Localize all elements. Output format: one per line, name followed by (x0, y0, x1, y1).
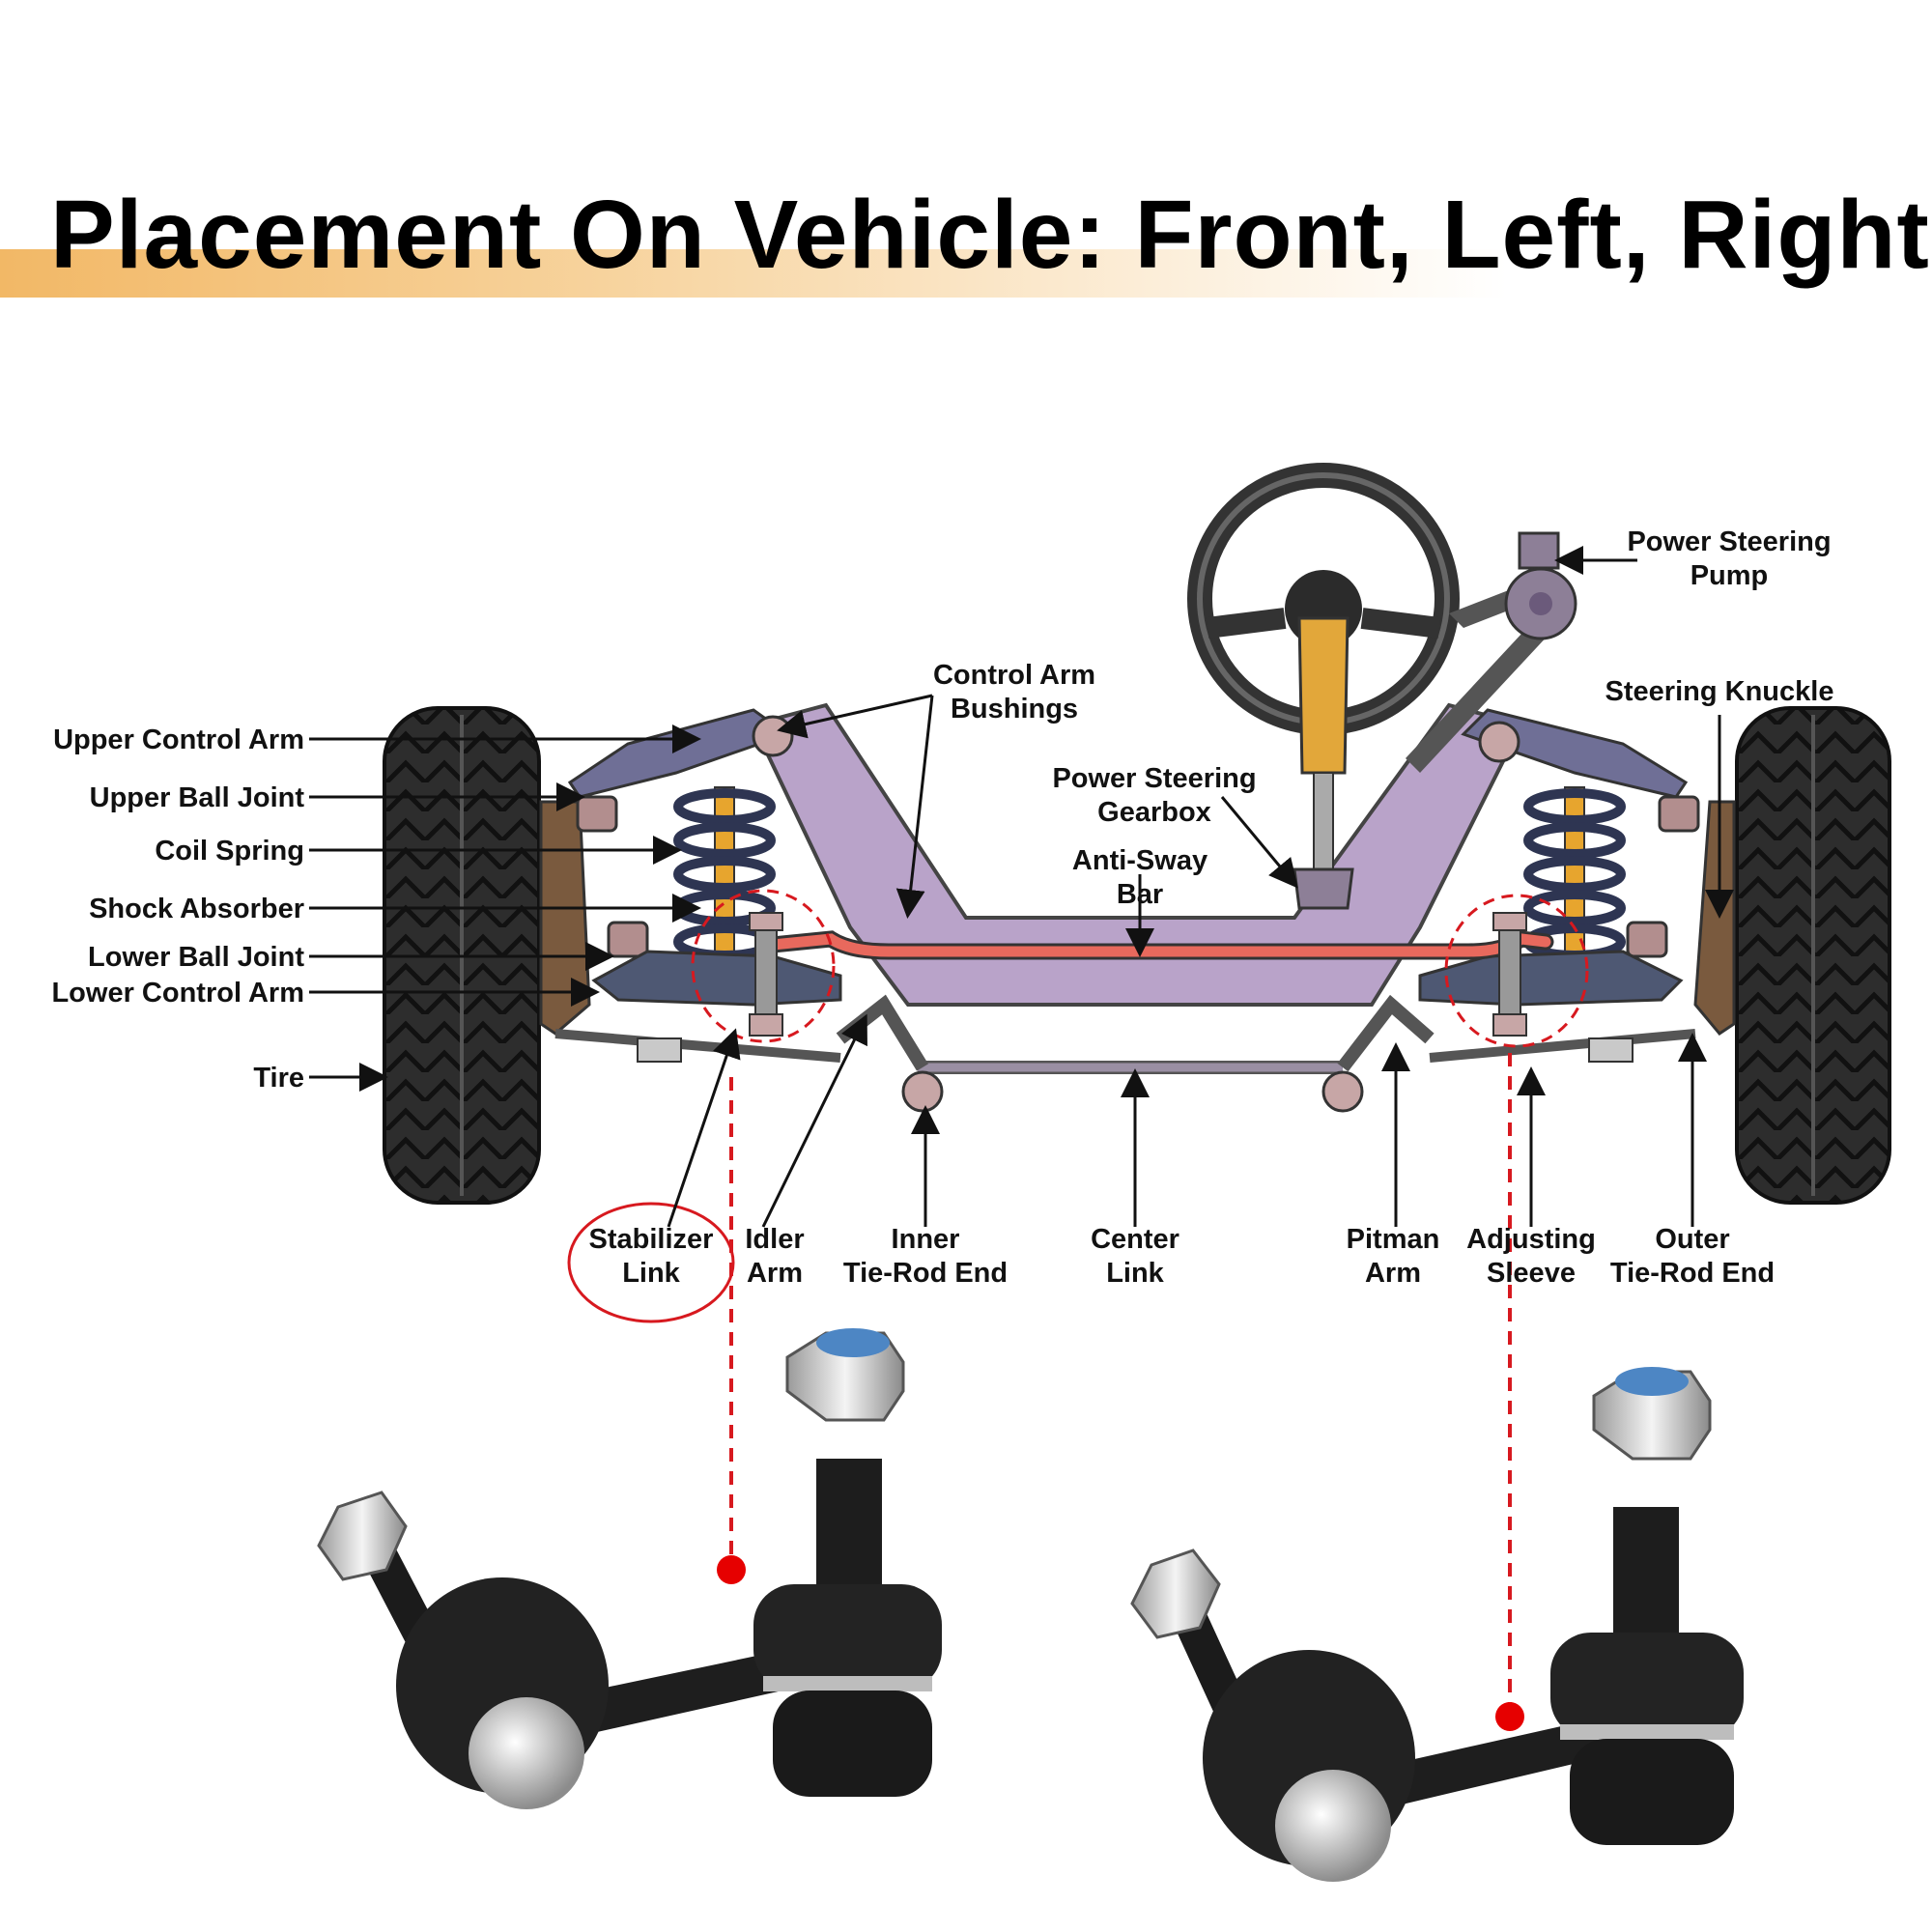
label-lower-control-arm: Lower Control Arm (51, 978, 304, 1009)
idler-arm (836, 994, 928, 1071)
stabilizer-link-right (1492, 912, 1527, 1037)
leader-lines (309, 546, 1734, 1228)
label-power-steering-gearbox-2: Gearbox (1097, 797, 1211, 828)
power-steering-pump-icon (1406, 531, 1577, 773)
power-steering-gearbox (1293, 867, 1354, 910)
adjusting-sleeve-left (637, 1037, 682, 1063)
label-idler-arm-2: Arm (747, 1258, 803, 1289)
upper-ball-joint-left (576, 795, 618, 833)
stabilizer-link-part-right-icon (1130, 1367, 1744, 1882)
label-outer-tie-rod-end-2: Tie-Rod End (1610, 1258, 1775, 1289)
label-coil-spring: Coil Spring (155, 836, 304, 867)
lower-ball-joint-left (607, 921, 649, 958)
lower-control-arm-left (591, 950, 842, 1007)
steering-shaft (1313, 772, 1334, 870)
label-lower-ball-joint: Lower Ball Joint (88, 942, 304, 973)
label-pitman-arm-1: Pitman (1347, 1224, 1440, 1255)
control-arm-bushing-upper-right (1478, 721, 1520, 763)
label-upper-control-arm: Upper Control Arm (53, 724, 304, 755)
label-shock-absorber: Shock Absorber (89, 894, 304, 924)
label-adjusting-sleeve-1: Adjusting (1466, 1224, 1596, 1255)
stabilizer-link-left (749, 912, 783, 1037)
tie-rod-right (1429, 1029, 1696, 1063)
highlight-circle-right (1444, 894, 1589, 1048)
page-title: Placement On Vehicle: Front, Left, Right (50, 181, 1930, 289)
steering-knuckle-right (1693, 800, 1736, 1036)
label-anti-sway-bar-2: Bar (1117, 879, 1163, 910)
label-control-arm-bushings-2: Bushings (951, 694, 1078, 724)
red-dot-left (717, 1555, 746, 1584)
label-power-steering-gearbox-1: Power Steering (1052, 763, 1256, 794)
label-inner-tie-rod-end-2: Tie-Rod End (843, 1258, 1008, 1289)
upper-ball-joint-right (1658, 795, 1700, 833)
label-stabilizer-link-1: Stabilizer (589, 1224, 714, 1255)
label-power-steering-pump-2: Pump (1690, 560, 1769, 591)
red-dot-right (1495, 1702, 1524, 1731)
label-pitman-arm-2: Arm (1365, 1258, 1421, 1289)
label-inner-tie-rod-end-1: Inner (892, 1224, 960, 1255)
label-center-link-1: Center (1091, 1224, 1179, 1255)
upper-control-arm-left (567, 708, 791, 799)
label-anti-sway-bar-1: Anti-Sway (1072, 845, 1208, 876)
stabilizer-link-part-left-icon (317, 1328, 942, 1809)
label-stabilizer-link-2: Link (622, 1258, 680, 1289)
label-center-link-2: Link (1106, 1258, 1164, 1289)
label-outer-tie-rod-end-1: Outer (1655, 1224, 1729, 1255)
label-tire: Tire (253, 1063, 304, 1094)
tie-rod-left (554, 1029, 841, 1063)
highlight-circle-left (691, 889, 836, 1043)
tire-right-icon (1735, 706, 1891, 1205)
label-control-arm-bushings-1: Control Arm (933, 660, 1095, 691)
label-idler-arm-1: Idler (745, 1224, 804, 1255)
pitman-arm (1337, 994, 1435, 1072)
label-upper-ball-joint: Upper Ball Joint (90, 782, 305, 813)
inner-tie-rod-end-right (1321, 1070, 1364, 1113)
control-arm-bushing-upper-left (752, 715, 794, 757)
lower-ball-joint-right (1626, 921, 1668, 958)
title-underline-band (0, 249, 1507, 298)
steering-column (1297, 616, 1350, 775)
adjusting-sleeve-right (1588, 1037, 1634, 1063)
label-steering-knuckle: Steering Knuckle (1605, 676, 1834, 707)
label-power-steering-pump-1: Power Steering (1627, 526, 1831, 557)
label-adjusting-sleeve-2: Sleeve (1487, 1258, 1576, 1289)
steering-knuckle-left (539, 800, 591, 1036)
inner-tie-rod-end-left (901, 1070, 944, 1113)
